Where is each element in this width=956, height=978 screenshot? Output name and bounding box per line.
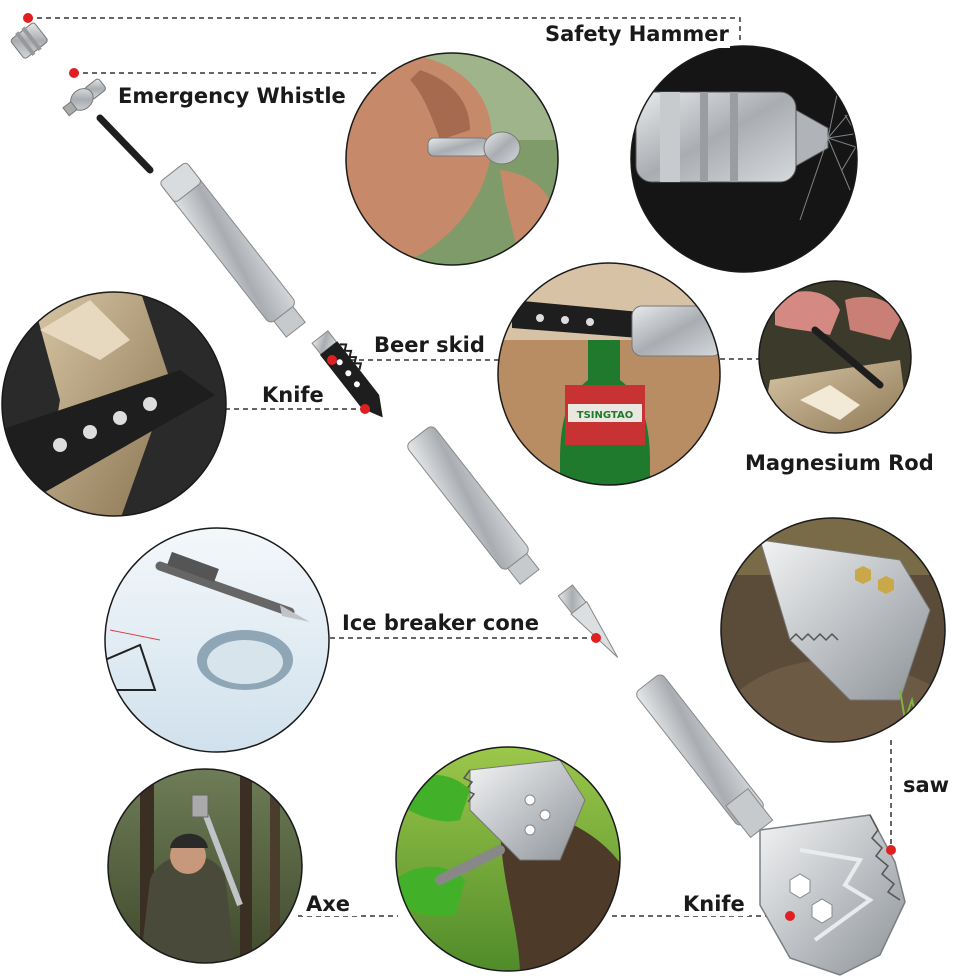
label-emergency-whistle: Emergency Whistle — [118, 84, 346, 108]
ring-magnesium-rod — [758, 280, 912, 434]
ring-emergency-whistle — [345, 52, 559, 266]
photo-safety-hammer — [631, 46, 857, 272]
whistle-piece — [62, 78, 106, 117]
label-saw: saw — [903, 773, 949, 797]
label-beer-skid: Beer skid — [374, 333, 485, 357]
ring-ice-breaker — [104, 527, 330, 753]
photo-magnesium-rod — [759, 281, 911, 433]
handle-segment-1 — [160, 162, 306, 338]
ice-breaker-cone-piece — [557, 584, 619, 658]
dot-emergency-whistle — [69, 68, 79, 78]
dot-ice-breaker — [591, 633, 601, 643]
handle-segment-3 — [636, 674, 774, 839]
hammer-cap — [10, 22, 48, 59]
ring-axe — [107, 768, 303, 964]
label-magnesium-rod: Magnesium Rod — [745, 451, 934, 475]
label-axe: Axe — [306, 892, 350, 916]
photo-knife-wood — [2, 292, 226, 516]
dot-safety-hammer — [23, 13, 33, 23]
dot-beer-skid — [327, 355, 337, 365]
photo-beer-skid: TSINGTAO — [498, 263, 720, 485]
leader-safety-hammer — [28, 17, 741, 43]
photo-axe — [108, 769, 302, 963]
dot-saw — [886, 845, 896, 855]
assembled-multitool — [10, 22, 906, 976]
label-ice-breaker-cone: Ice breaker cone — [342, 611, 539, 635]
label-safety-hammer: Safety Hammer — [545, 22, 729, 46]
ring-saw — [720, 517, 946, 743]
shovel-head — [759, 814, 906, 976]
photo-saw — [721, 518, 945, 742]
bottle-brand-label: TSINGTAO — [577, 410, 633, 421]
magnesium-rod-piece — [96, 114, 154, 174]
photo-ice-breaker — [105, 528, 329, 752]
ring-knife-wood — [1, 291, 227, 517]
label-knife-lower: Knife — [683, 892, 745, 916]
dot-knife-upper — [360, 404, 370, 414]
dot-knife-lower — [785, 911, 795, 921]
leader-lines — [28, 17, 892, 917]
ring-beer-skid — [497, 262, 721, 486]
handle-segment-2 — [407, 426, 540, 585]
ring-knife-root — [395, 746, 621, 972]
pointer-dots — [23, 13, 896, 921]
labels: Safety Hammer Emergency Whistle Beer ski… — [118, 20, 954, 916]
photo-emergency-whistle — [346, 53, 558, 265]
ring-safety-hammer — [630, 45, 858, 273]
label-knife-upper: Knife — [262, 383, 324, 407]
